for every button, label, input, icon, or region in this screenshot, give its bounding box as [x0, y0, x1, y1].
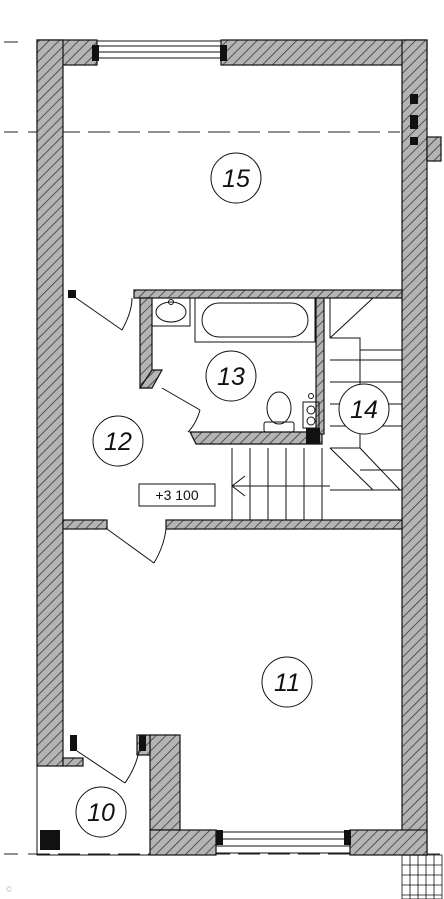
wall-bath-right: [315, 297, 325, 435]
doors: [75, 297, 201, 784]
wall-lower-left: [62, 757, 84, 767]
wall-bath-corner: [138, 369, 164, 389]
wall-hall-right: [165, 519, 403, 530]
watermark: ©: [6, 885, 12, 894]
wall-bath-top: [133, 289, 403, 299]
paving-pattern: [401, 854, 443, 899]
room-11-marker: 11: [261, 656, 313, 708]
level-mark-text: +3 100: [155, 487, 198, 503]
window-top: [97, 40, 221, 59]
windows: [97, 40, 350, 854]
exterior-walls: [36, 39, 442, 856]
wall-left: [36, 39, 64, 767]
sink-icon: [151, 297, 191, 327]
room-15-marker: 15: [210, 152, 262, 204]
interior-walls: [62, 289, 403, 767]
room-12-marker: 12: [92, 415, 144, 467]
staircase: [231, 297, 402, 520]
toilet-icon: [263, 391, 295, 433]
room-14-marker: 14: [338, 383, 390, 435]
door-13: [161, 387, 201, 433]
wall-top-right: [220, 39, 428, 66]
room-11-label: 11: [274, 669, 300, 697]
door-11: [106, 528, 167, 564]
porch-outline: [36, 766, 150, 856]
column-markers: [40, 45, 418, 850]
room-12-label: 12: [104, 428, 132, 456]
room-15-label: 15: [222, 165, 250, 193]
bathroom-fixtures: [151, 297, 320, 433]
wall-bottom-right: [349, 829, 428, 856]
door-10: [76, 750, 140, 784]
level-mark: +3 100: [138, 483, 216, 507]
room-10-marker: 10: [75, 786, 127, 838]
room-13-label: 13: [217, 363, 245, 391]
wall-bath-bottom: [189, 431, 323, 445]
utility-icon: [302, 393, 320, 429]
wall-right-outcrop: [426, 136, 442, 162]
wall-bottom-stub: [149, 734, 181, 831]
room-14-label: 14: [350, 396, 378, 424]
room-13-marker: 13: [205, 350, 257, 402]
bathtub-icon: [194, 297, 316, 343]
door-15: [75, 297, 133, 331]
window-bottom: [216, 831, 350, 854]
room-10-label: 10: [87, 799, 115, 827]
wall-right: [401, 39, 428, 856]
wall-bottom-left: [149, 829, 217, 856]
wall-hall-left: [62, 519, 108, 530]
